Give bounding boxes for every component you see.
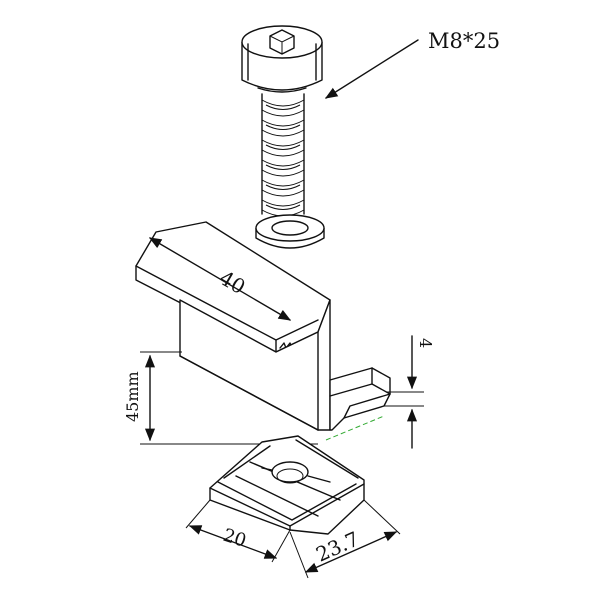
dim-23-7	[289, 499, 401, 579]
slider-nut	[209, 435, 365, 535]
dim-45mm-label: 45mm	[123, 371, 142, 422]
dim-40	[148, 237, 292, 321]
nut-hole	[271, 461, 309, 483]
dim-20-label: 20	[220, 525, 248, 552]
dim-20	[185, 499, 291, 563]
bolt-spec-label: M8*25	[428, 29, 500, 53]
guide-dashed-line	[325, 415, 385, 441]
end-clamp	[135, 221, 391, 431]
clamp-foot	[329, 367, 391, 431]
bolt-thread	[261, 93, 305, 217]
bolt-head	[241, 25, 323, 93]
bolt-spec-leader	[324, 39, 419, 99]
bolt	[241, 25, 325, 249]
washer	[255, 214, 325, 249]
dim-4	[384, 335, 424, 449]
dim-4-label: 4	[416, 338, 435, 348]
